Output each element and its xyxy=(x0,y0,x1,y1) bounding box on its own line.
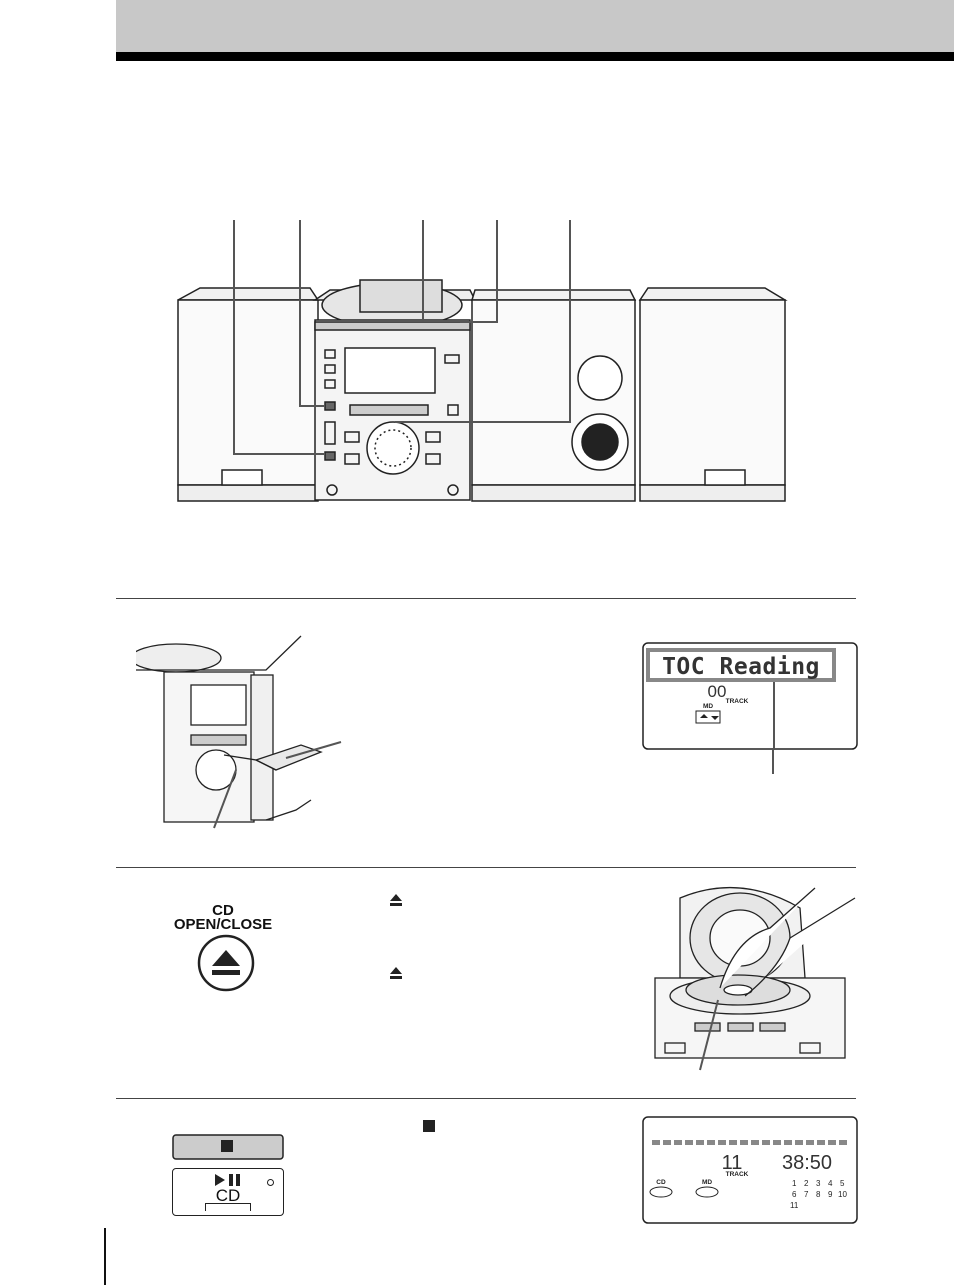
track-grid: 1 2 3 4 5 6 7 8 9 10 11 xyxy=(790,1179,847,1210)
indicator-led xyxy=(267,1179,274,1186)
toc-track-label: TRACK xyxy=(726,698,749,705)
cd-placement-illustration xyxy=(654,886,856,1071)
clock-md-label: MD xyxy=(702,1179,712,1186)
play-pause-cd-button[interactable]: CD xyxy=(172,1168,284,1216)
eject-icon xyxy=(390,894,402,906)
track-grid-cell: 9 xyxy=(828,1190,833,1199)
track-grid-cell: 8 xyxy=(816,1190,821,1199)
clock-display: 11 38:50 TRACK CD MD 1 2 3 4 5 6 7 8 9 1… xyxy=(642,1116,858,1224)
track-grid-cell: 5 xyxy=(840,1179,845,1188)
toc-reading-display: TOC Reading 00 TRACK MD xyxy=(642,642,858,750)
cd-label: CD xyxy=(212,902,234,919)
stop-button[interactable] xyxy=(172,1134,284,1160)
md-disc-icon xyxy=(695,1186,719,1198)
clock-track-label: TRACK xyxy=(726,1171,749,1178)
track-grid-cell: 6 xyxy=(792,1190,797,1199)
header-bar xyxy=(116,52,954,61)
section-divider xyxy=(116,1098,856,1099)
margin-line xyxy=(104,1228,106,1285)
track-grid-cell: 4 xyxy=(828,1179,833,1188)
open-close-label: OPEN/CLOSE xyxy=(173,916,273,933)
cd-disc-icon xyxy=(649,1186,673,1198)
track-grid-cell: 2 xyxy=(804,1179,809,1188)
eject-icon xyxy=(390,967,402,979)
track-grid-cell: 10 xyxy=(838,1190,847,1199)
track-grid-cell: 1 xyxy=(792,1179,797,1188)
eject-icon xyxy=(212,950,240,966)
toc-track-number: 00 xyxy=(708,682,727,701)
toc-main-text: TOC Reading xyxy=(662,654,820,680)
track-grid-cell: 7 xyxy=(804,1190,809,1199)
stop-icon xyxy=(221,1140,233,1152)
clock-time: 38:50 xyxy=(782,1152,832,1174)
md-insert-illustration xyxy=(136,635,342,829)
toc-md-label: MD xyxy=(703,703,713,710)
callout-line xyxy=(772,748,774,774)
clock-track-number: 11 xyxy=(722,1152,743,1174)
track-grid-cell: 11 xyxy=(790,1201,799,1210)
play-pause-icon xyxy=(215,1174,240,1186)
cd-open-close-button[interactable] xyxy=(196,934,256,992)
button-slot xyxy=(205,1203,251,1211)
clock-cd-label: CD xyxy=(656,1179,666,1186)
track-grid-cell: 3 xyxy=(816,1179,821,1188)
section-divider xyxy=(116,867,856,868)
md-disc-icon xyxy=(695,710,721,724)
stop-icon xyxy=(423,1120,435,1132)
play-button-label: CD xyxy=(215,1186,241,1205)
section-divider xyxy=(116,598,856,599)
stereo-system-illustration xyxy=(177,220,788,502)
header-band xyxy=(116,0,954,52)
